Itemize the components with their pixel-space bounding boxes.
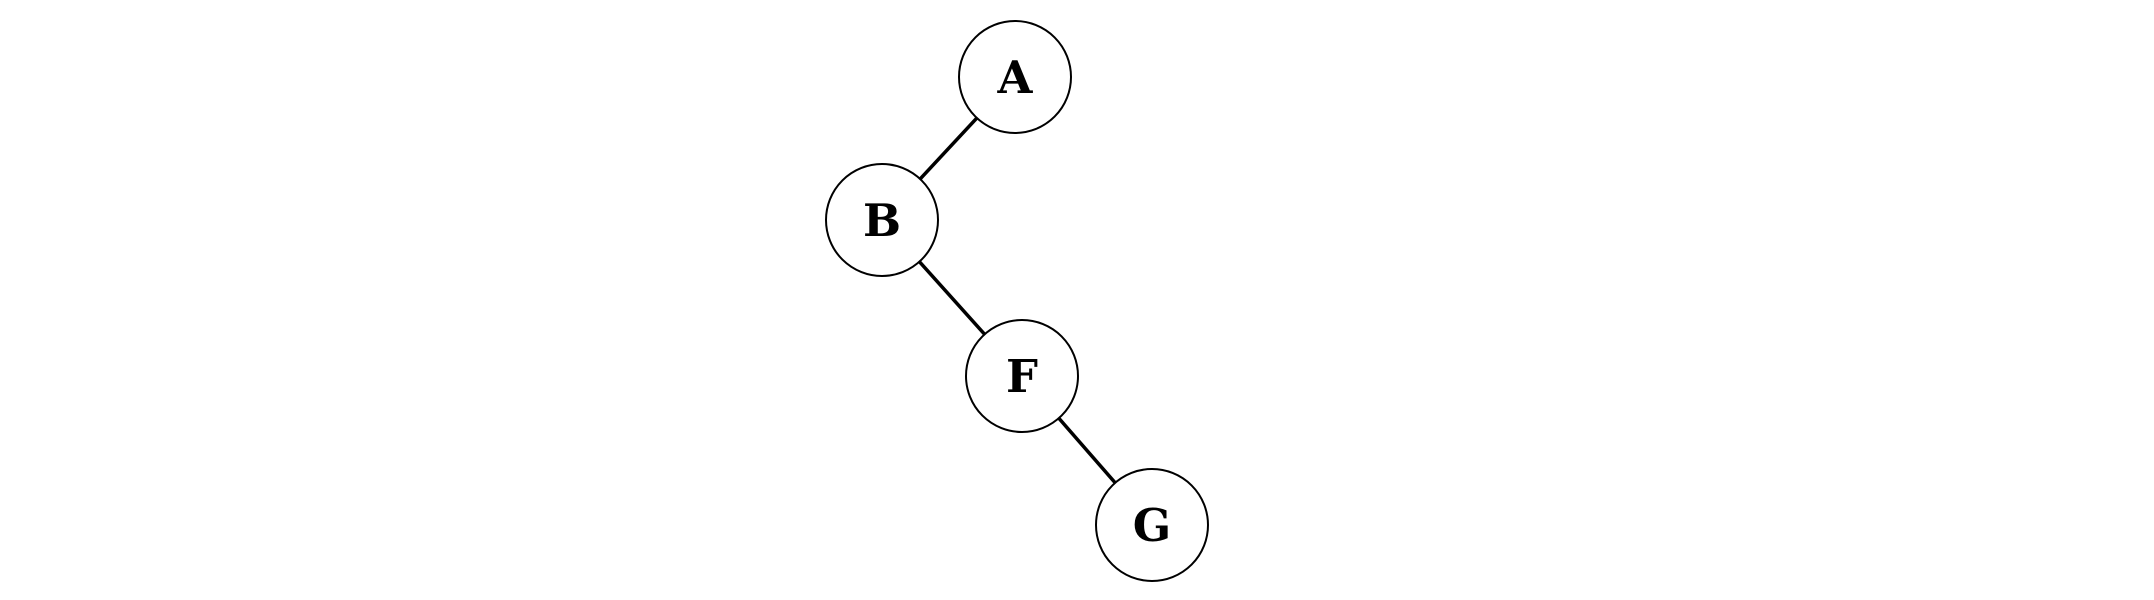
node-label-F: F xyxy=(1006,350,1038,403)
node-circle-A xyxy=(958,20,1072,134)
node-B: B xyxy=(825,163,939,277)
node-F: F xyxy=(965,319,1079,433)
node-circle-B xyxy=(825,163,939,277)
node-label-A: A xyxy=(997,51,1034,104)
node-label-B: B xyxy=(863,194,901,247)
node-G: G xyxy=(1095,468,1209,582)
node-circle-F xyxy=(965,319,1079,433)
node-circle-G xyxy=(1095,468,1209,582)
node-A: A xyxy=(958,20,1072,134)
node-label-G: G xyxy=(1133,499,1171,552)
